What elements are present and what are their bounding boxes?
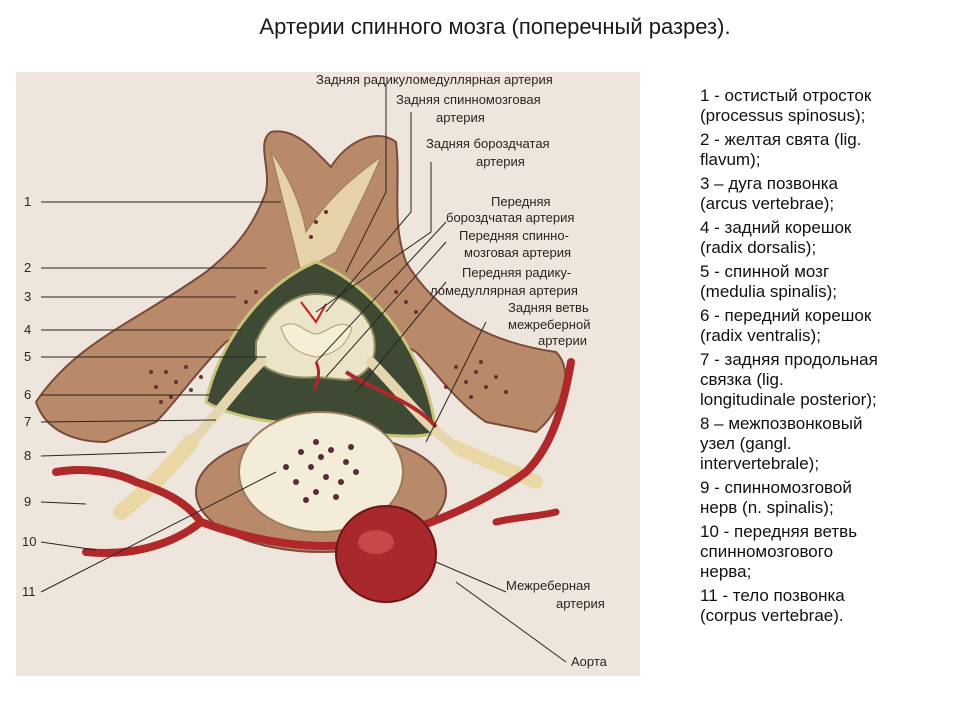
- legend-line: узел (gangl.: [700, 434, 792, 453]
- label-posterior-sulcal-artery-line1: Задняя бороздчатая: [426, 136, 550, 151]
- legend-line: 6 - передний корешок: [700, 306, 872, 325]
- intercostal-artery-right: [372, 358, 575, 546]
- intercostal-artery-left: [82, 478, 207, 557]
- legend-line: (arcus vertebrae);: [700, 194, 835, 213]
- callout-number-3: 3: [24, 289, 31, 304]
- aorta-vessel: [335, 505, 437, 603]
- radicular-artery-path: [344, 370, 438, 429]
- label-aorta: Аорта: [571, 654, 608, 669]
- label-intercostal-posterior-branch-line2: межреберной: [508, 317, 590, 332]
- callout-number-2: 2: [24, 260, 31, 275]
- legend-item: 5 - спинной мозг (medulia spinalis);: [700, 262, 940, 302]
- bone-marrow-dots-right: [394, 290, 508, 399]
- legend-item: 8 – межпозвонковый узел (gangl. interver…: [700, 414, 940, 474]
- legend-item: 10 - передняя ветвь спинномозгового нерв…: [700, 522, 940, 582]
- callout-number-6: 6: [24, 387, 31, 402]
- callout-number-4: 4: [24, 322, 31, 337]
- label-anterior-sulcal-artery-line2: бороздчатая артерия: [446, 210, 574, 225]
- label-intercostal-posterior-branch-line1: Задняя ветвь: [508, 300, 589, 315]
- grey-matter: [280, 323, 353, 358]
- legend-line: спинномозгового: [700, 542, 834, 561]
- label-intercostal-posterior-branch-line3: артерии: [538, 333, 587, 348]
- anatomy-illustration: Задняя радикуломедуллярная артерия Задня…: [22, 72, 608, 669]
- label-anterior-sulcal-artery-line1: Передняя: [491, 194, 551, 209]
- posterior-sulcal-artery-vessel: [300, 301, 327, 324]
- legend-item: 11 - тело позвонка (corpus vertebrae).: [700, 586, 940, 626]
- legend-line: 3 – дуга позвонка: [700, 174, 838, 193]
- label-posterior-sulcal-artery-line2: артерия: [476, 154, 525, 169]
- legend-line: (radix dorsalis);: [700, 238, 817, 257]
- legend-line: (medulia spinalis);: [700, 282, 837, 301]
- callout-number-9: 9: [24, 494, 31, 509]
- label-anterior-radiculomedullary-artery-line2: ломедуллярная артерия: [430, 283, 578, 298]
- legend-line: 1 - остистый отросток: [700, 86, 872, 105]
- label-anterior-spinal-artery-line1: Передняя спинно-: [459, 228, 569, 243]
- aorta-highlight: [358, 530, 394, 554]
- label-anterior-radiculomedullary-artery-line1: Передняя радику-: [462, 265, 571, 280]
- legend-line: (processus spinosus);: [700, 106, 866, 125]
- legend-item: 1 - остистый отросток (processus spinosu…: [700, 86, 940, 126]
- vertebral-body-dots: [283, 439, 359, 503]
- intercostal-artery-left-lower: [52, 466, 140, 486]
- callout-number-5: 5: [24, 349, 31, 364]
- legend-item: 6 - передний корешок (radix ventralis);: [700, 306, 940, 346]
- legend-item: 4 - задний корешок (radix dorsalis);: [700, 218, 940, 258]
- legend-line: 10 - передняя ветвь: [700, 522, 858, 541]
- legend-list: 1 - остистый отросток (processus spinosu…: [700, 86, 940, 630]
- root-left: [186, 357, 266, 447]
- nerve-right: [449, 440, 543, 489]
- legend-line: intervertebrale);: [700, 454, 820, 473]
- vertebral-body: [238, 411, 404, 533]
- legend-line: нерва;: [700, 562, 752, 581]
- leader-lines: [40, 84, 567, 663]
- callout-number-1: 1: [24, 194, 31, 209]
- legend-line: flavum);: [700, 150, 761, 169]
- legend-line: 4 - задний корешок: [700, 218, 852, 237]
- legend-item: 2 - желтая свята (lig. flavum);: [700, 130, 940, 170]
- label-anterior-spinal-artery-line2: мозговая артерия: [464, 245, 571, 260]
- legend-line: 7 - задняя продольная: [700, 350, 878, 369]
- legend-line: нерв (n. spinalis);: [700, 498, 834, 517]
- legend-item: 9 - спинномозговой нерв (n. spinalis);: [700, 478, 940, 518]
- legend-line: 2 - желтая свята (lig.: [700, 130, 862, 149]
- label-posterior-spinal-artery-line1: Задняя спинномозговая: [396, 92, 541, 107]
- legend-line: longitudinale posterior);: [700, 390, 877, 409]
- legend-line: (radix ventralis);: [700, 326, 821, 345]
- legend-line: 5 - спинной мозг: [700, 262, 830, 281]
- callout-number-7: 7: [24, 414, 31, 429]
- label-intercostal-artery-line2: артерия: [556, 596, 605, 611]
- callout-number-10: 10: [22, 534, 36, 549]
- legend-item: 7 - задняя продольная связка (lig. longi…: [700, 350, 940, 410]
- legend-item: 3 – дуга позвонка (arcus vertebrae);: [700, 174, 940, 214]
- label-posterior-radiculomedullary-artery: Задняя радикуломедуллярная артерия: [316, 72, 553, 87]
- callout-number-8: 8: [24, 448, 31, 463]
- label-intercostal-artery-line1: Межреберная: [506, 578, 590, 593]
- legend-line: 11 - тело позвонка: [700, 586, 845, 605]
- legend-line: 9 - спинномозговой: [700, 478, 852, 497]
- anterior-spinal-artery-vessel: [312, 361, 321, 391]
- legend-line: 8 – межпозвонковый: [700, 414, 863, 433]
- legend-line: связка (lig.: [700, 370, 784, 389]
- spinal-cord-cross-section-figure: Задняя радикуломедуллярная артерия Задня…: [16, 72, 640, 676]
- slide-title: Артерии спинного мозга (поперечный разре…: [259, 14, 731, 39]
- aorta-branch-right: [492, 508, 560, 526]
- callout-number-11: 11: [22, 584, 36, 599]
- nerve-left: [113, 434, 199, 520]
- label-posterior-spinal-artery-line2: артерия: [436, 110, 485, 125]
- legend-line: (corpus vertebrae).: [700, 606, 844, 625]
